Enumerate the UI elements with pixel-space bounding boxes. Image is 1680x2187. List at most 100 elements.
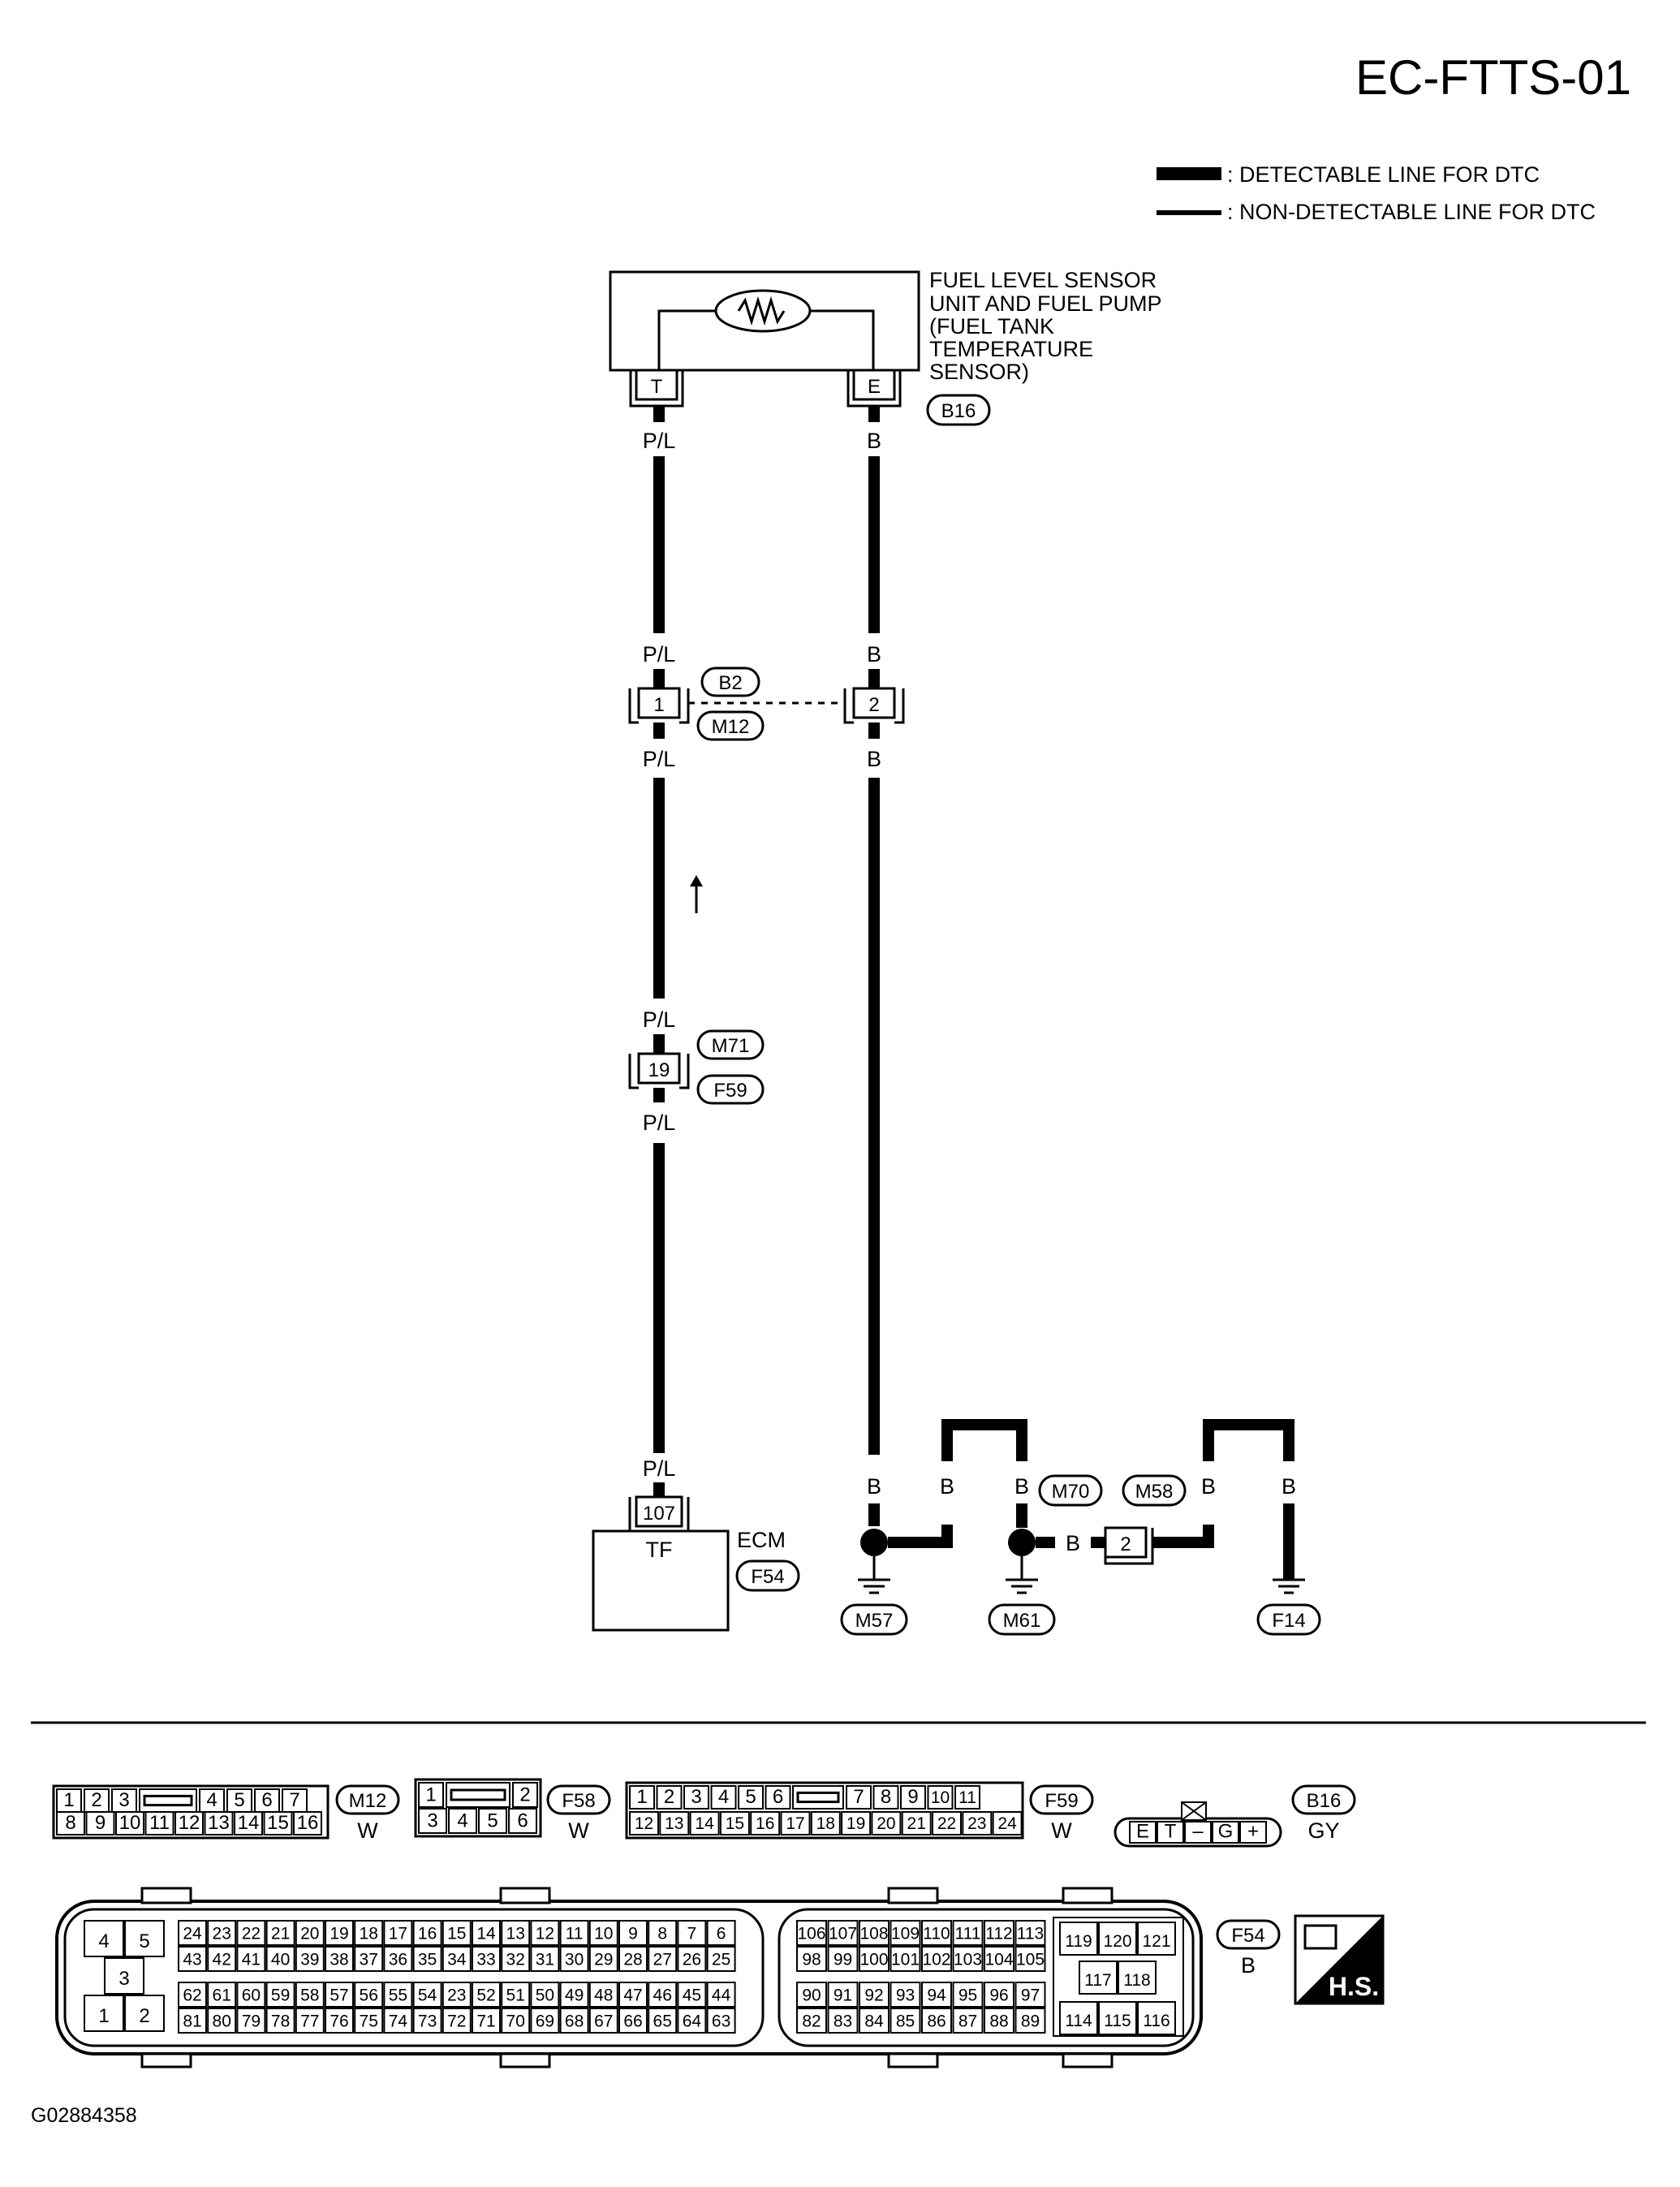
f59-pin-23-cell <box>962 1811 993 1835</box>
f59-pin-22-cell <box>932 1811 962 1835</box>
f54-pin-15: 15 <box>447 1925 466 1943</box>
connector-b2-label: B2 <box>718 672 742 694</box>
f54-bottom-tab-1 <box>140 2052 192 2068</box>
f54-pin-77-cell <box>295 2008 325 2034</box>
f54-pin-90: 90 <box>802 1986 821 2005</box>
f54-pin-13-cell <box>501 1920 531 1946</box>
tag-f59-color: W <box>1051 1818 1072 1843</box>
m12-pin-5: 5 <box>234 1789 244 1811</box>
wire-b-label-1: B <box>867 429 881 453</box>
f54-pin-21-cell <box>265 1920 295 1946</box>
ground-wire-loop1 <box>888 1525 953 1548</box>
f54-pin-101: 101 <box>891 1951 920 1969</box>
b16-pin-4-cell <box>1212 1821 1239 1844</box>
f54-pin-76-cell <box>325 2008 354 2034</box>
f54-pin-28-cell <box>618 1946 648 1972</box>
connector-f54-ecm-label: F54 <box>751 1566 784 1588</box>
terminal-t-box <box>635 369 678 401</box>
f54-pin-5: 5 <box>139 1930 149 1952</box>
f54-pin-81: 81 <box>183 2012 201 2031</box>
f58-pin-4-cell <box>448 1808 477 1834</box>
m12-pin-8: 8 <box>65 1812 75 1834</box>
f54-pin-88: 88 <box>989 2012 1008 2031</box>
f54-bottom-tab-4 <box>1062 2052 1114 2068</box>
f54-pin-10-cell <box>588 1920 618 1946</box>
f54-pin-40: 40 <box>271 1951 290 1969</box>
m12-pin-16-cell <box>293 1811 322 1835</box>
f59-pin-9: 9 <box>907 1786 918 1808</box>
f59-pin-12-cell <box>629 1811 659 1835</box>
f54-pin-38: 38 <box>330 1951 348 1969</box>
splice-m57 <box>860 1529 888 1556</box>
f54-bottom-tab-3 <box>887 2052 939 2068</box>
f54-pin-77: 77 <box>300 2012 319 2031</box>
f54-pin-115-cell <box>1098 2001 1137 2035</box>
f59-pin-20-cell <box>871 1811 902 1835</box>
f54-pin-88-cell <box>984 2008 1014 2034</box>
wire-b: B B B B <box>867 406 881 1526</box>
f54-pin-3-cell <box>104 1957 144 1995</box>
f54-pin-64-cell <box>677 2008 707 2034</box>
f54-pin-75-cell <box>354 2008 384 2034</box>
f54-pin-73: 73 <box>418 2012 437 2031</box>
f54-pin-51-cell <box>501 1982 531 2008</box>
splice-m61 <box>1008 1529 1036 1556</box>
f54-pin-116: 116 <box>1143 2012 1170 2030</box>
f54-pin-16: 16 <box>418 1925 437 1943</box>
f58-pin-5: 5 <box>487 1810 498 1832</box>
f54-pin-16-cell <box>412 1920 442 1946</box>
b2-pin-2-bracket-r <box>894 688 905 724</box>
ground-f14-label: F14 <box>1272 1610 1305 1632</box>
f54-pin-24: 24 <box>183 1925 202 1943</box>
f54-pin-91: 91 <box>834 1986 852 2005</box>
f54-pin-52-cell <box>472 1982 501 2008</box>
f54-pin-18: 18 <box>360 1925 378 1943</box>
f54-pin-119-cell <box>1059 1922 1098 1956</box>
f54-pin-9-cell <box>618 1920 648 1946</box>
f59-pin-18-cell <box>810 1811 841 1835</box>
connector-tag-b16 <box>926 394 991 426</box>
f54-pin-8-cell <box>648 1920 678 1946</box>
f54-pin-54-cell <box>412 1982 442 2008</box>
f54-pin-105-cell <box>1014 1946 1046 1972</box>
f54-pin-108-cell <box>859 1920 890 1946</box>
f54-pin-95-cell <box>952 1982 984 2008</box>
f54-pin-112-cell <box>984 1920 1014 1946</box>
f54-pin-41: 41 <box>242 1951 261 1969</box>
f54-pin-62-cell <box>178 1982 207 2008</box>
f54-pin-98: 98 <box>802 1951 821 1969</box>
f54-pin-1-cell <box>84 1995 124 2032</box>
b16-pin-3-cell <box>1184 1821 1212 1844</box>
f59-pin-19: 19 <box>846 1814 865 1833</box>
m71-bracket-l <box>628 1054 639 1089</box>
connector-tag-m71 <box>696 1029 765 1060</box>
terminal-e-box <box>852 369 896 401</box>
connector-tag-f54-ecm <box>735 1559 800 1592</box>
f54-pin-100: 100 <box>859 1951 888 1969</box>
f54-pin-33: 33 <box>476 1951 495 1969</box>
f58-pin-3-cell <box>418 1808 447 1834</box>
f54-pin-101-cell <box>890 1946 921 1972</box>
connector-m70-label: M70 <box>1052 1481 1090 1503</box>
m12-pin-14-cell <box>234 1811 263 1835</box>
m71-pin-19-box <box>637 1052 681 1085</box>
hs-connector-icon <box>1303 1924 1338 1950</box>
sensor-name-line-2: UNIT AND FUEL PUMP <box>929 291 1162 316</box>
b2-pin-2: 2 <box>868 694 879 716</box>
f54-pin-99-cell <box>827 1946 859 1972</box>
f54-pin-103: 103 <box>954 1951 982 1969</box>
tag-f58-label: F58 <box>562 1790 595 1812</box>
f54-right-housing <box>778 1908 1195 2047</box>
f59-pin-15-cell <box>719 1811 750 1835</box>
f54-pin-52: 52 <box>476 1986 495 2005</box>
tag-f58 <box>546 1784 611 1815</box>
f54-pin-11: 11 <box>566 1925 584 1943</box>
m12-pin-13: 13 <box>208 1812 230 1834</box>
f54-pin-115: 115 <box>1104 2012 1131 2030</box>
wire-pl-label-2: P/L <box>643 642 676 666</box>
f54-pin-3: 3 <box>118 1968 129 1990</box>
m12-pin-3: 3 <box>118 1789 129 1811</box>
f54-pin-100-cell <box>859 1946 890 1972</box>
